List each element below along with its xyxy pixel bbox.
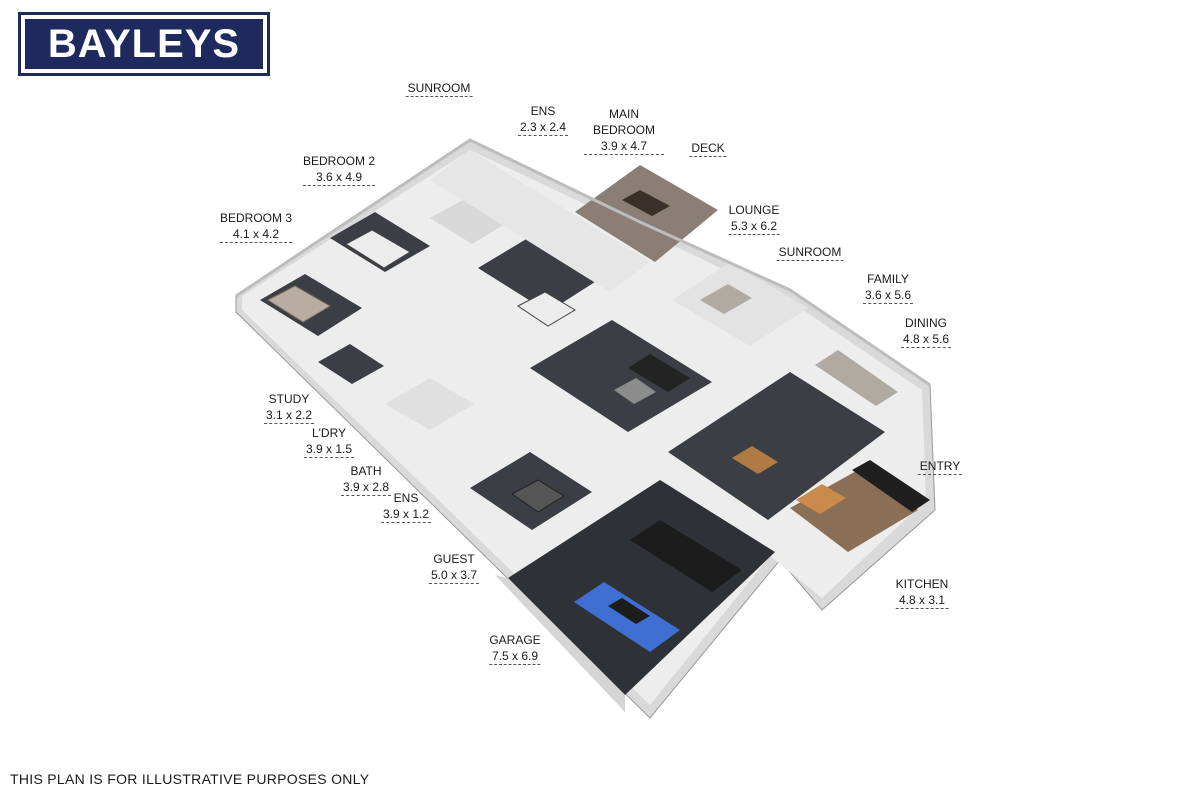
room-label-entry: ENTRY — [917, 459, 963, 475]
kitchen-bench — [852, 460, 930, 512]
sunroom-sofa — [700, 284, 752, 314]
family-sofa — [815, 350, 898, 406]
family-dining-floor — [668, 372, 885, 520]
bedroom-3-bed — [266, 285, 331, 323]
kitchen-island — [796, 484, 846, 514]
logo-wordmark: BAYLEYS — [47, 22, 241, 66]
dining-table — [732, 446, 778, 474]
lounge-floor — [530, 320, 712, 432]
car-black — [630, 520, 742, 592]
ens-top-floor — [430, 196, 512, 244]
guest-bed — [511, 479, 565, 513]
room-label-sunroom-right: SUNROOM — [776, 245, 844, 261]
bath-floor — [385, 378, 474, 430]
car-blue-roof — [608, 598, 650, 624]
lounge-table — [614, 378, 656, 404]
bedroom-2-bed — [345, 229, 411, 269]
sunroom-top-floor — [430, 150, 650, 292]
main-bedroom-bed — [517, 291, 576, 327]
study-floor — [318, 344, 384, 384]
lounge-sofa — [628, 354, 690, 392]
room-label-sunroom-top: SUNROOM — [405, 81, 473, 97]
bayleys-logo: BAYLEYS — [18, 12, 270, 76]
wall-lines — [235, 138, 931, 387]
disclaimer-text: THIS PLAN IS FOR ILLUSTRATIVE PURPOSES O… — [10, 771, 370, 787]
main-bedroom-floor — [478, 238, 598, 312]
deck-floor — [575, 165, 718, 262]
room-label-deck: DECK — [689, 141, 727, 157]
garage-floor — [508, 480, 775, 695]
deck-table — [622, 190, 670, 216]
garage-wall — [495, 575, 625, 712]
